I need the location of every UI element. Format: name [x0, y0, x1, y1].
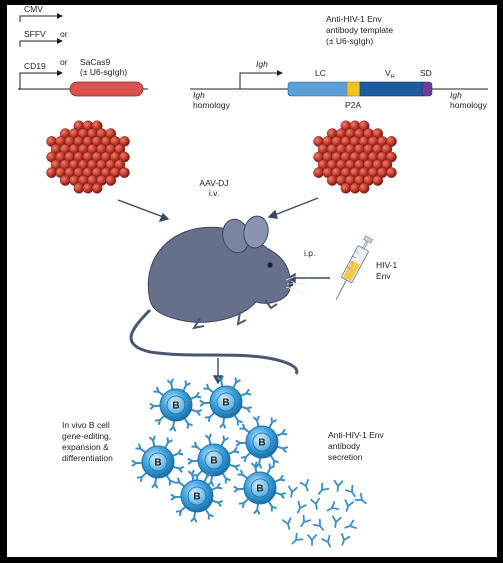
bcell-process-label: In vivo B cell gene-editing, expansion &… [62, 420, 113, 463]
promoter-construct: CMV SFFV or CD19 or SaCas9 (± U6-sgIgh) [18, 4, 148, 97]
antibody-template-construct: Anti-HIV-1 Env antibody template (± U6-s… [190, 14, 488, 110]
sacas9-gene [69, 81, 144, 97]
mouse-whiskers [285, 271, 309, 294]
svg-text:secretion: secretion [328, 452, 363, 462]
antibody-icon [310, 497, 320, 510]
mouse-tail [129, 308, 299, 375]
antibody-icon [354, 492, 367, 505]
antibody-icon [281, 517, 292, 530]
left-homology-label-2: homology [193, 100, 231, 110]
sd-segment [421, 81, 433, 97]
diagram-canvas: CMV SFFV or CD19 or SaCas9 (± U6-sgIgh) … [18, 4, 488, 548]
svg-text:Anti-HIV-1 Env: Anti-HIV-1 Env [328, 430, 384, 440]
vh-label: VH [385, 68, 395, 80]
secretion-label: Anti-HIV-1 Env antibody secretion [328, 430, 384, 462]
cmv-arrow [19, 15, 60, 22]
or-label-2: or [60, 57, 68, 67]
vh-segment [359, 81, 425, 97]
or-label-1: or [60, 29, 68, 39]
antibody-icon [344, 484, 356, 497]
sffv-arrow [19, 40, 60, 47]
b-cell-label: B [210, 456, 217, 467]
cd19-label: CD19 [24, 61, 46, 71]
antibody-icon [332, 515, 342, 528]
figure-panel: CMV SFFV or CD19 or SaCas9 (± U6-sgIgh) … [7, 4, 497, 557]
svg-text:expansion &: expansion & [62, 442, 109, 452]
b-cell-label: B [222, 398, 229, 409]
antibody-icon [317, 482, 330, 495]
b-cell-label: B [193, 492, 200, 503]
aav-label-2: i.v. [209, 188, 219, 198]
sacas9-label: SaCas9 [80, 57, 111, 67]
svg-text:gene-editing,: gene-editing, [62, 431, 111, 441]
mouse-body [147, 226, 291, 323]
aav-virion-left [46, 120, 130, 194]
b-cell: B [170, 469, 224, 523]
bcell-cluster: B B B B B B B [131, 375, 289, 523]
igh-promoter-arrow [239, 72, 280, 89]
right-homology-label-1: Igh [450, 90, 462, 100]
antibody-icon [344, 519, 357, 529]
secreted-antibodies [281, 479, 367, 548]
antibody-icon [344, 499, 355, 512]
b-cell: B [187, 433, 241, 487]
lc-segment [287, 81, 351, 97]
b-cell: B [235, 415, 289, 469]
cmv-label: CMV [24, 5, 43, 14]
cd19-arrow [19, 72, 60, 90]
antibody-icon [288, 485, 298, 498]
lc-label: LC [315, 68, 326, 78]
mouse-feet [191, 299, 278, 330]
sd-label: SD [420, 68, 432, 78]
antibody-icon [312, 518, 325, 531]
antibody-icon [307, 534, 317, 546]
mouse-ear-front [243, 215, 269, 249]
b-cell-label: B [154, 458, 161, 469]
p2a-label: P2A [345, 100, 361, 110]
antibody-icon [291, 532, 304, 545]
b-cell-label: B [258, 438, 265, 449]
antibody-icon [296, 500, 307, 514]
env-label-1: HIV-1 [376, 260, 398, 270]
svg-text:In vivo B cell: In vivo B cell [62, 420, 110, 430]
p2a-segment [346, 81, 361, 97]
syringe-icon [335, 235, 373, 300]
delivery-arrows [117, 197, 330, 385]
aav-label-1: AAV-DJ [199, 178, 228, 188]
b-cell-label: B [256, 484, 263, 495]
antibody-icon [341, 533, 351, 546]
ip-label: i.p. [304, 248, 315, 258]
antibody-icon [300, 514, 312, 527]
antibody-icon [326, 501, 340, 512]
mouse-illustration [129, 215, 309, 375]
b-cell: B [233, 461, 287, 515]
igh-promoter-label: Igh [256, 59, 268, 69]
antibody-icon [321, 534, 332, 548]
mouse-eye [267, 262, 273, 268]
b-cell: B [149, 378, 203, 432]
antibody-icon [333, 479, 344, 492]
template-title-1: Anti-HIV-1 Env [326, 14, 382, 24]
svg-text:antibody: antibody [328, 441, 361, 451]
env-label-2: Env [376, 271, 391, 281]
template-title-3: (± U6-sgIgh) [326, 36, 373, 46]
b-cell: B [131, 435, 185, 489]
b-cell-label: B [172, 401, 179, 412]
left-homology-label-1: Igh [193, 90, 205, 100]
sacas9-sublabel: (± U6-sgIgh) [80, 67, 127, 77]
svg-text:differentiation: differentiation [62, 453, 113, 463]
antibody-icon [299, 479, 309, 492]
right-homology-label-2: homology [450, 100, 488, 110]
template-title-2: antibody template [326, 25, 393, 35]
sffv-label: SFFV [24, 29, 46, 39]
b-cell: B [199, 375, 253, 429]
aav-virion-right [313, 120, 397, 194]
